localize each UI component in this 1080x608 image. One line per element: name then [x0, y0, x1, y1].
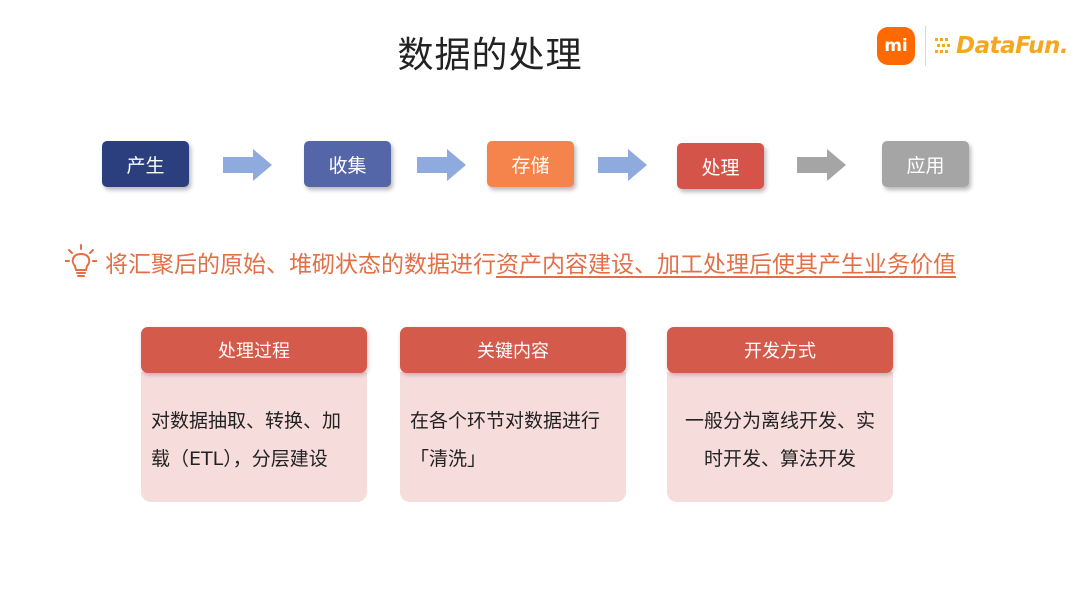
flow-step-apply: 应用: [882, 141, 969, 187]
card-title-process: 处理过程: [141, 327, 367, 373]
flow-arrow: [417, 149, 466, 181]
datafun-dots-icon: [935, 38, 950, 53]
flow-step-collect: 收集: [304, 141, 391, 187]
datafun-logo-text: DataFun.: [956, 33, 1069, 59]
flow-arrow: [223, 149, 272, 181]
flow-arrow: [598, 149, 647, 181]
lightbulb-icon: [65, 244, 97, 277]
card-title-key-content: 关键内容: [400, 327, 626, 373]
page-title: 数据的处理: [397, 35, 583, 76]
mi-logo: mi: [877, 27, 915, 65]
statement-underlined: 资产内容建设、加工处理后使其产生业务价值: [496, 252, 956, 278]
card-body-key-content: 在各个环节对数据进行「清洗」: [400, 372, 626, 502]
flow-step-process: 处理: [677, 143, 764, 189]
flow-step-produce: 产生: [102, 141, 189, 187]
flow-arrow: [797, 149, 846, 181]
card-body-dev-mode: 一般分为离线开发、实时开发、算法开发: [667, 372, 893, 502]
statement-prefix: 将汇聚后的原始、堆砌状态的数据进行: [105, 252, 496, 278]
card-title-dev-mode: 开发方式: [667, 327, 893, 373]
mi-logo-text: mi: [884, 36, 908, 56]
datafun-logo: DataFun.: [934, 30, 1069, 62]
key-statement: 将汇聚后的原始、堆砌状态的数据进行资产内容建设、加工处理后使其产生业务价值: [65, 244, 956, 280]
flow-step-store: 存储: [487, 141, 574, 187]
card-body-process: 对数据抽取、转换、加载（ETL），分层建设: [141, 372, 367, 502]
logo-divider: [925, 26, 926, 66]
